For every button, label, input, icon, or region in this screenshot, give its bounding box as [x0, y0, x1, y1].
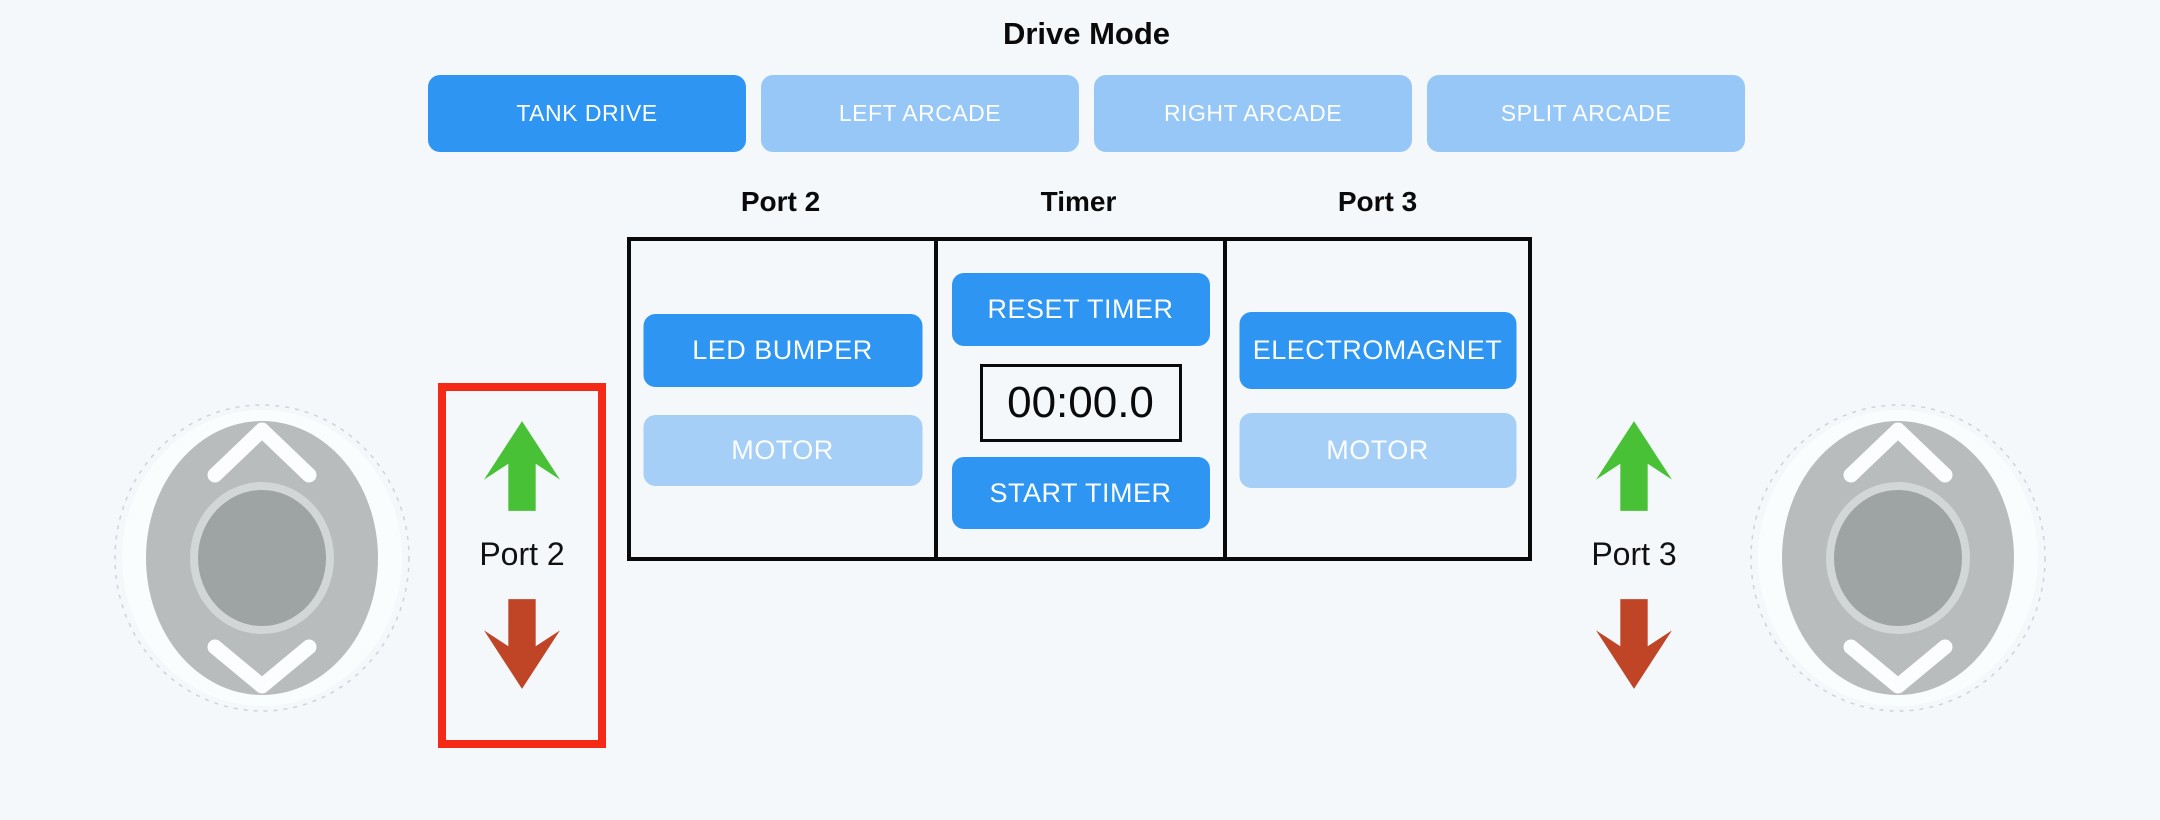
- port2-down-arrow-icon[interactable]: [484, 599, 560, 689]
- joystick-range-ring: [114, 404, 410, 712]
- port3-up-arrow-icon[interactable]: [1596, 421, 1672, 511]
- port2-cell: LED BUMPER MOTOR: [631, 241, 934, 557]
- port2-indicator-group-highlighted: Port 2: [438, 383, 606, 748]
- led-bumper-button[interactable]: LED BUMPER: [643, 314, 922, 387]
- drive-mode-title: Drive Mode: [1002, 16, 1171, 51]
- timer-display: 00:00.0: [979, 364, 1182, 442]
- joystick-knob[interactable]: [1834, 490, 1962, 626]
- port3-motor-button[interactable]: MOTOR: [1239, 413, 1516, 488]
- port3-indicator-label: Port 3: [1591, 536, 1677, 572]
- left-joystick[interactable]: [112, 402, 412, 714]
- port2-up-arrow-icon[interactable]: [484, 421, 560, 511]
- tank-drive-button[interactable]: TANK DRIVE: [428, 75, 746, 152]
- timer-column-header: Timer: [1040, 186, 1117, 217]
- chevron-down-icon: [207, 639, 317, 694]
- chevron-up-icon: [207, 422, 317, 483]
- start-timer-button[interactable]: START TIMER: [951, 457, 1210, 529]
- control-table: LED BUMPER MOTOR RESET TIMER 00:00.0 STA…: [627, 237, 1532, 561]
- timer-cell: RESET TIMER 00:00.0 START TIMER: [934, 241, 1223, 557]
- right-arcade-button[interactable]: RIGHT ARCADE: [1094, 75, 1412, 152]
- port2-indicator-label: Port 2: [479, 536, 565, 572]
- port3-indicator-group: Port 3: [1550, 383, 1718, 748]
- electromagnet-button[interactable]: ELECTROMAGNET: [1239, 312, 1516, 389]
- joystick-range-ring: [1750, 404, 2046, 712]
- port3-cell: ELECTROMAGNET MOTOR: [1223, 241, 1528, 557]
- split-arcade-button[interactable]: SPLIT ARCADE: [1427, 75, 1745, 152]
- joystick-knob[interactable]: [198, 490, 326, 626]
- port2-column-header: Port 2: [740, 186, 821, 217]
- chevron-down-icon: [1843, 639, 1953, 694]
- drive-mode-selector: TANK DRIVE LEFT ARCADE RIGHT ARCADE SPLI…: [428, 75, 1745, 152]
- port3-down-arrow-icon[interactable]: [1596, 599, 1672, 689]
- right-joystick[interactable]: [1748, 402, 2048, 714]
- reset-timer-button[interactable]: RESET TIMER: [951, 273, 1210, 346]
- chevron-up-icon: [1843, 422, 1953, 483]
- port3-column-header: Port 3: [1337, 186, 1418, 217]
- left-arcade-button[interactable]: LEFT ARCADE: [761, 75, 1079, 152]
- port2-motor-button[interactable]: MOTOR: [643, 415, 922, 486]
